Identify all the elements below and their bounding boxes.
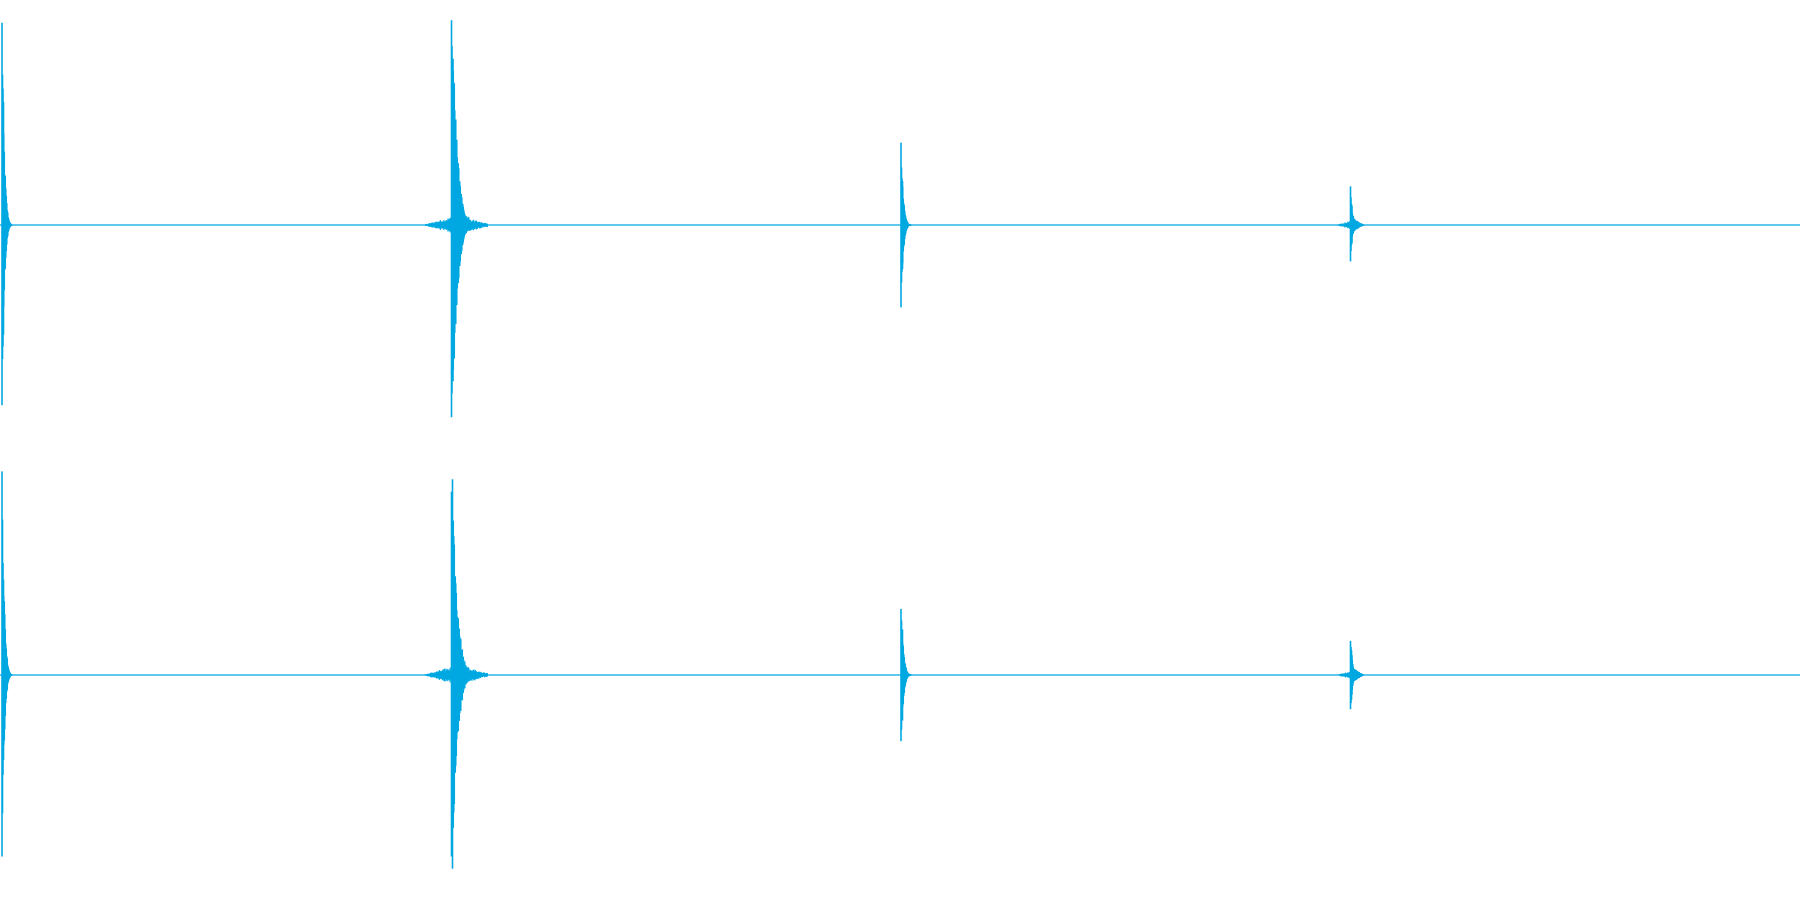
transient-4 xyxy=(1335,186,1366,262)
transient-1 xyxy=(1,22,19,406)
transient-2 xyxy=(422,20,489,418)
transient-3 xyxy=(900,608,918,742)
transient-2 xyxy=(422,479,489,869)
transient-3 xyxy=(900,142,918,308)
transient-4 xyxy=(1335,640,1366,710)
channel-2-waveform[interactable] xyxy=(0,471,1800,869)
transient-1 xyxy=(1,471,19,857)
channel-1-waveform[interactable] xyxy=(0,20,1800,418)
